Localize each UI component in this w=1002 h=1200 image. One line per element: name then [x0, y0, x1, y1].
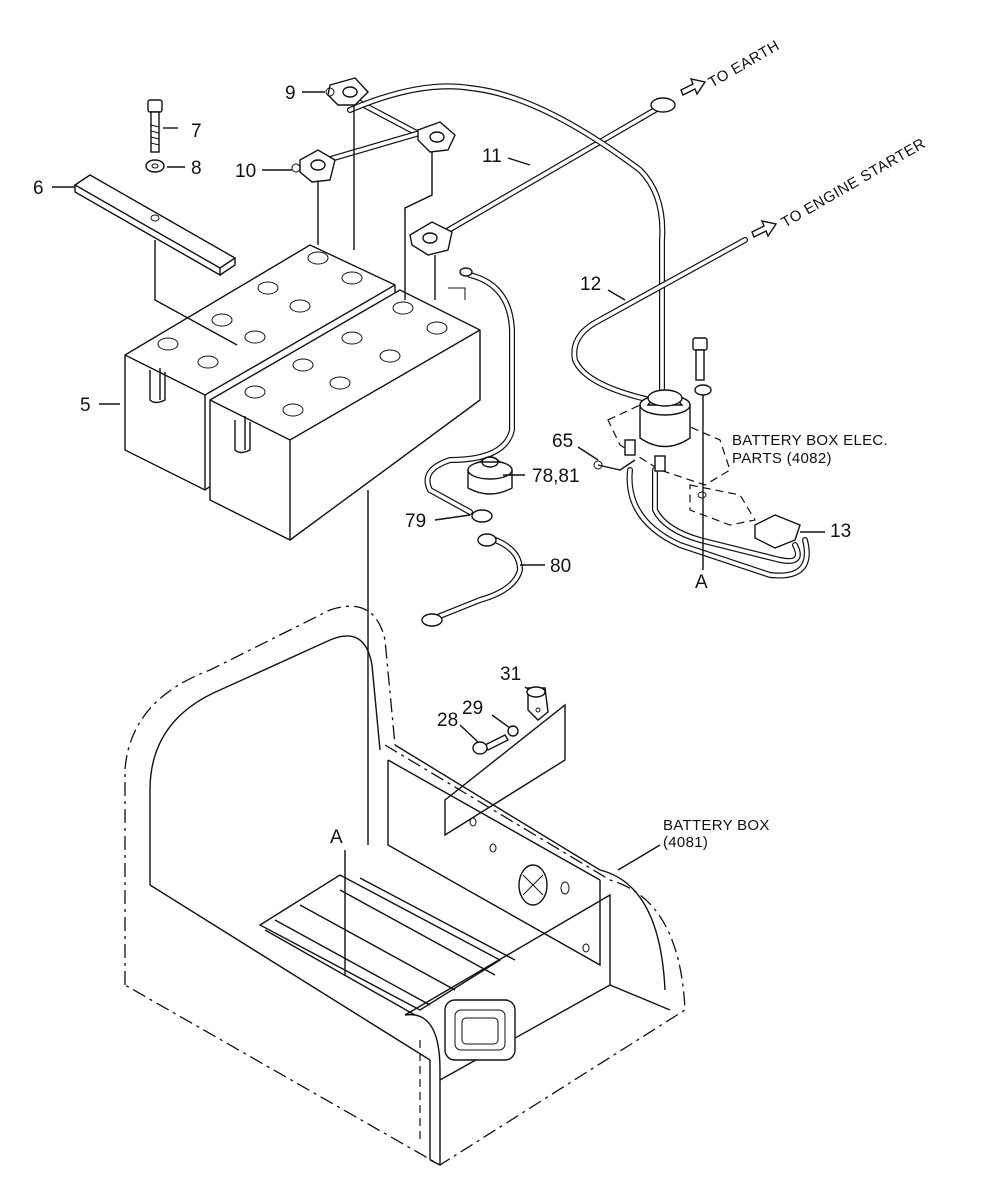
washer-29 [507, 725, 519, 737]
part-label-7: 7 [191, 121, 202, 142]
part-label-5: 5 [80, 395, 91, 416]
part-label-6: 6 [33, 178, 44, 199]
part-label-31: 31 [500, 664, 521, 685]
terminal-9 [325, 77, 369, 106]
bolt-elec [692, 337, 712, 570]
cap-78-81 [467, 456, 513, 495]
terminal-10 [291, 149, 336, 183]
ref-label-a-lower: A [330, 827, 343, 848]
battery-box-note-line2: (4081) [663, 834, 708, 851]
elec-parts-note-line2: PARTS (4082) [732, 450, 832, 467]
ring-terminal-80-top [477, 533, 497, 547]
ring-terminal-80-bottom [421, 613, 443, 627]
leader-bracket [448, 287, 466, 300]
cables [307, 83, 810, 621]
hold-down-bar [73, 174, 238, 346]
part-label-8: 8 [191, 158, 202, 179]
part-label-78-81: 78,81 [532, 466, 580, 487]
part-label-28: 28 [437, 710, 458, 731]
part-label-79: 79 [405, 511, 426, 532]
battery-box [124, 605, 686, 1166]
battery-right [209, 289, 481, 541]
elec-parts-note-line1: BATTERY BOX ELEC. [732, 432, 888, 449]
part-label-29: 29 [462, 698, 483, 719]
leader-lines [52, 91, 825, 975]
washer-8 [145, 159, 165, 173]
part-label-9: 9 [285, 83, 296, 104]
ring-terminal-79-top [459, 267, 473, 277]
part-label-65: 65 [552, 431, 573, 452]
bolt-7 [147, 99, 163, 153]
part-label-13: 13 [830, 521, 851, 542]
part-label-11: 11 [482, 146, 502, 167]
part-label-80: 80 [550, 556, 571, 577]
connector-13 [754, 514, 801, 549]
ref-label-a-upper: A [695, 572, 708, 593]
direction-to-earth: TO EARTH [706, 37, 783, 91]
terminal-cable-11 [409, 221, 453, 300]
part-label-12: 12 [580, 274, 601, 295]
direction-to-engine-starter: TO ENGINE STARTER [779, 135, 929, 231]
part-label-10: 10 [235, 161, 256, 182]
bolt-28 [472, 734, 509, 755]
arrow-to-engine-starter-icon [751, 220, 778, 238]
battery-switch [593, 389, 756, 526]
arrow-to-earth-icon [680, 78, 707, 96]
terminal-upper-right [404, 121, 456, 300]
battery-box-note-line1: BATTERY BOX [663, 817, 770, 834]
clamp-31 [526, 686, 549, 721]
ring-terminal-79 [471, 509, 493, 523]
